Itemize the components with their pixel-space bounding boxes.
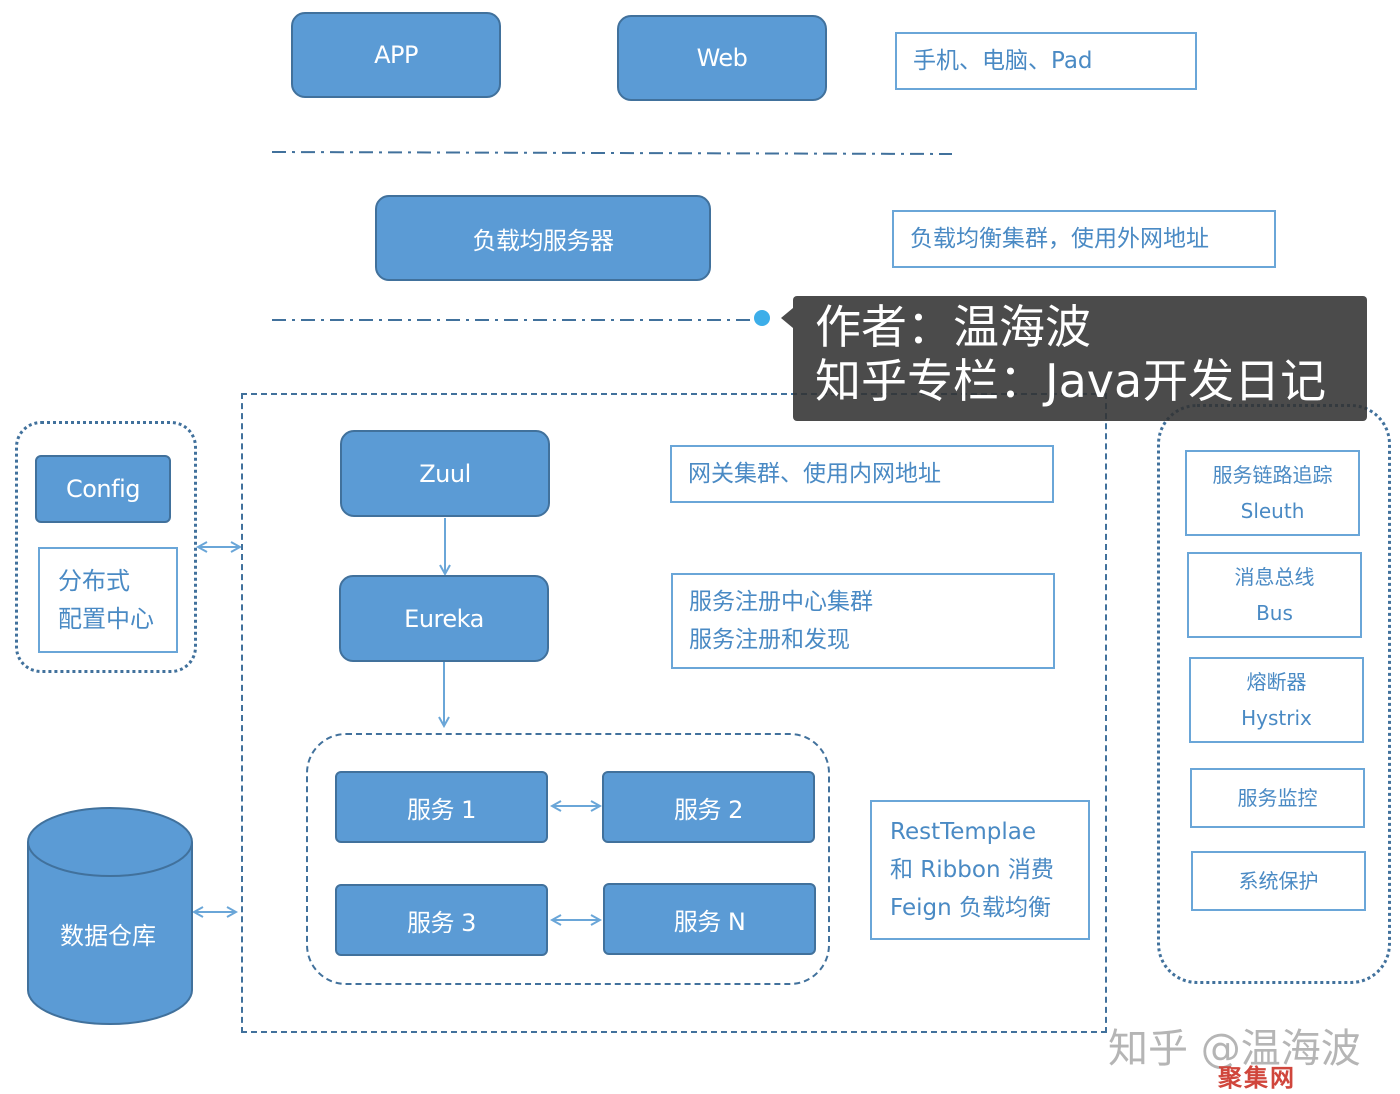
service-n-node: 服务 N <box>603 883 816 955</box>
bus-box: 消息总线 Bus <box>1187 552 1362 638</box>
config-note-line1: 分布式 <box>58 567 130 595</box>
service-3-node: 服务 3 <box>335 884 548 956</box>
zuul-node: Zuul <box>340 430 550 517</box>
tracing-box: 服务链路追踪 Sleuth <box>1185 450 1360 536</box>
clients-note-text: 手机、电脑、Pad <box>913 48 1093 74</box>
tracing-line1: 服务链路追踪 <box>1212 463 1333 487</box>
bus-line1: 消息总线 <box>1234 565 1315 589</box>
eureka-node: Eureka <box>339 575 549 662</box>
author-watermark: 作者：温海波 知乎专栏：Java开发日记 <box>793 296 1367 421</box>
load-balancer-note: 负载均衡集群，使用外网地址 <box>892 210 1276 268</box>
watermark-pointer <box>781 308 793 328</box>
separator-dot <box>754 310 770 326</box>
web-node: Web <box>617 15 827 101</box>
database-label: 数据仓库 <box>60 922 156 950</box>
registry-note-line1: 服务注册中心集群 <box>689 589 873 615</box>
services-note-line1: RestTemplae <box>890 819 1037 845</box>
hystrix-line2: Hystrix <box>1241 706 1312 730</box>
watermark-author: 作者：温海波 <box>815 300 1091 354</box>
load-balancer-note-text: 负载均衡集群，使用外网地址 <box>910 226 1209 252</box>
protection-line1: 系统保护 <box>1238 869 1319 893</box>
config-note: 分布式 配置中心 <box>38 547 178 653</box>
services-group <box>306 733 830 985</box>
service-1-node: 服务 1 <box>335 771 548 843</box>
separator-top <box>271 151 953 155</box>
bus-line2: Bus <box>1256 601 1293 625</box>
app-node: APP <box>291 12 501 98</box>
clients-note: 手机、电脑、Pad <box>895 32 1197 90</box>
hystrix-box: 熔断器 Hystrix <box>1189 657 1364 743</box>
tracing-line2: Sleuth <box>1240 499 1305 523</box>
main-service-region <box>241 393 1107 1033</box>
services-note-line2: 和 Ribbon 消费 <box>890 857 1054 883</box>
monitor-line1: 服务监控 <box>1237 786 1318 810</box>
config-note-line2: 配置中心 <box>58 605 154 633</box>
config-node: Config <box>35 455 171 523</box>
gateway-note-text: 网关集群、使用内网地址 <box>688 461 941 487</box>
zhihu-watermark: 知乎 @温海波 <box>1108 1026 1361 1072</box>
load-balancer-node: 负载均服务器 <box>375 195 711 281</box>
service-2-node: 服务 2 <box>602 771 815 843</box>
services-note: RestTemplae 和 Ribbon 消费 Feign 负载均衡 <box>870 800 1090 940</box>
site-watermark: 聚集网 <box>1218 1064 1296 1092</box>
protection-box: 系统保护 <box>1191 851 1366 911</box>
gateway-note: 网关集群、使用内网地址 <box>670 445 1054 503</box>
registry-note-line2: 服务注册和发现 <box>689 627 850 653</box>
monitor-box: 服务监控 <box>1190 768 1365 828</box>
hystrix-line1: 熔断器 <box>1246 670 1307 694</box>
watermark-column: 知乎专栏：Java开发日记 <box>815 354 1327 408</box>
registry-note: 服务注册中心集群 服务注册和发现 <box>671 573 1055 669</box>
services-note-line3: Feign 负载均衡 <box>890 895 1051 921</box>
database-cylinder-icon <box>27 807 193 1025</box>
config-region <box>15 421 197 673</box>
